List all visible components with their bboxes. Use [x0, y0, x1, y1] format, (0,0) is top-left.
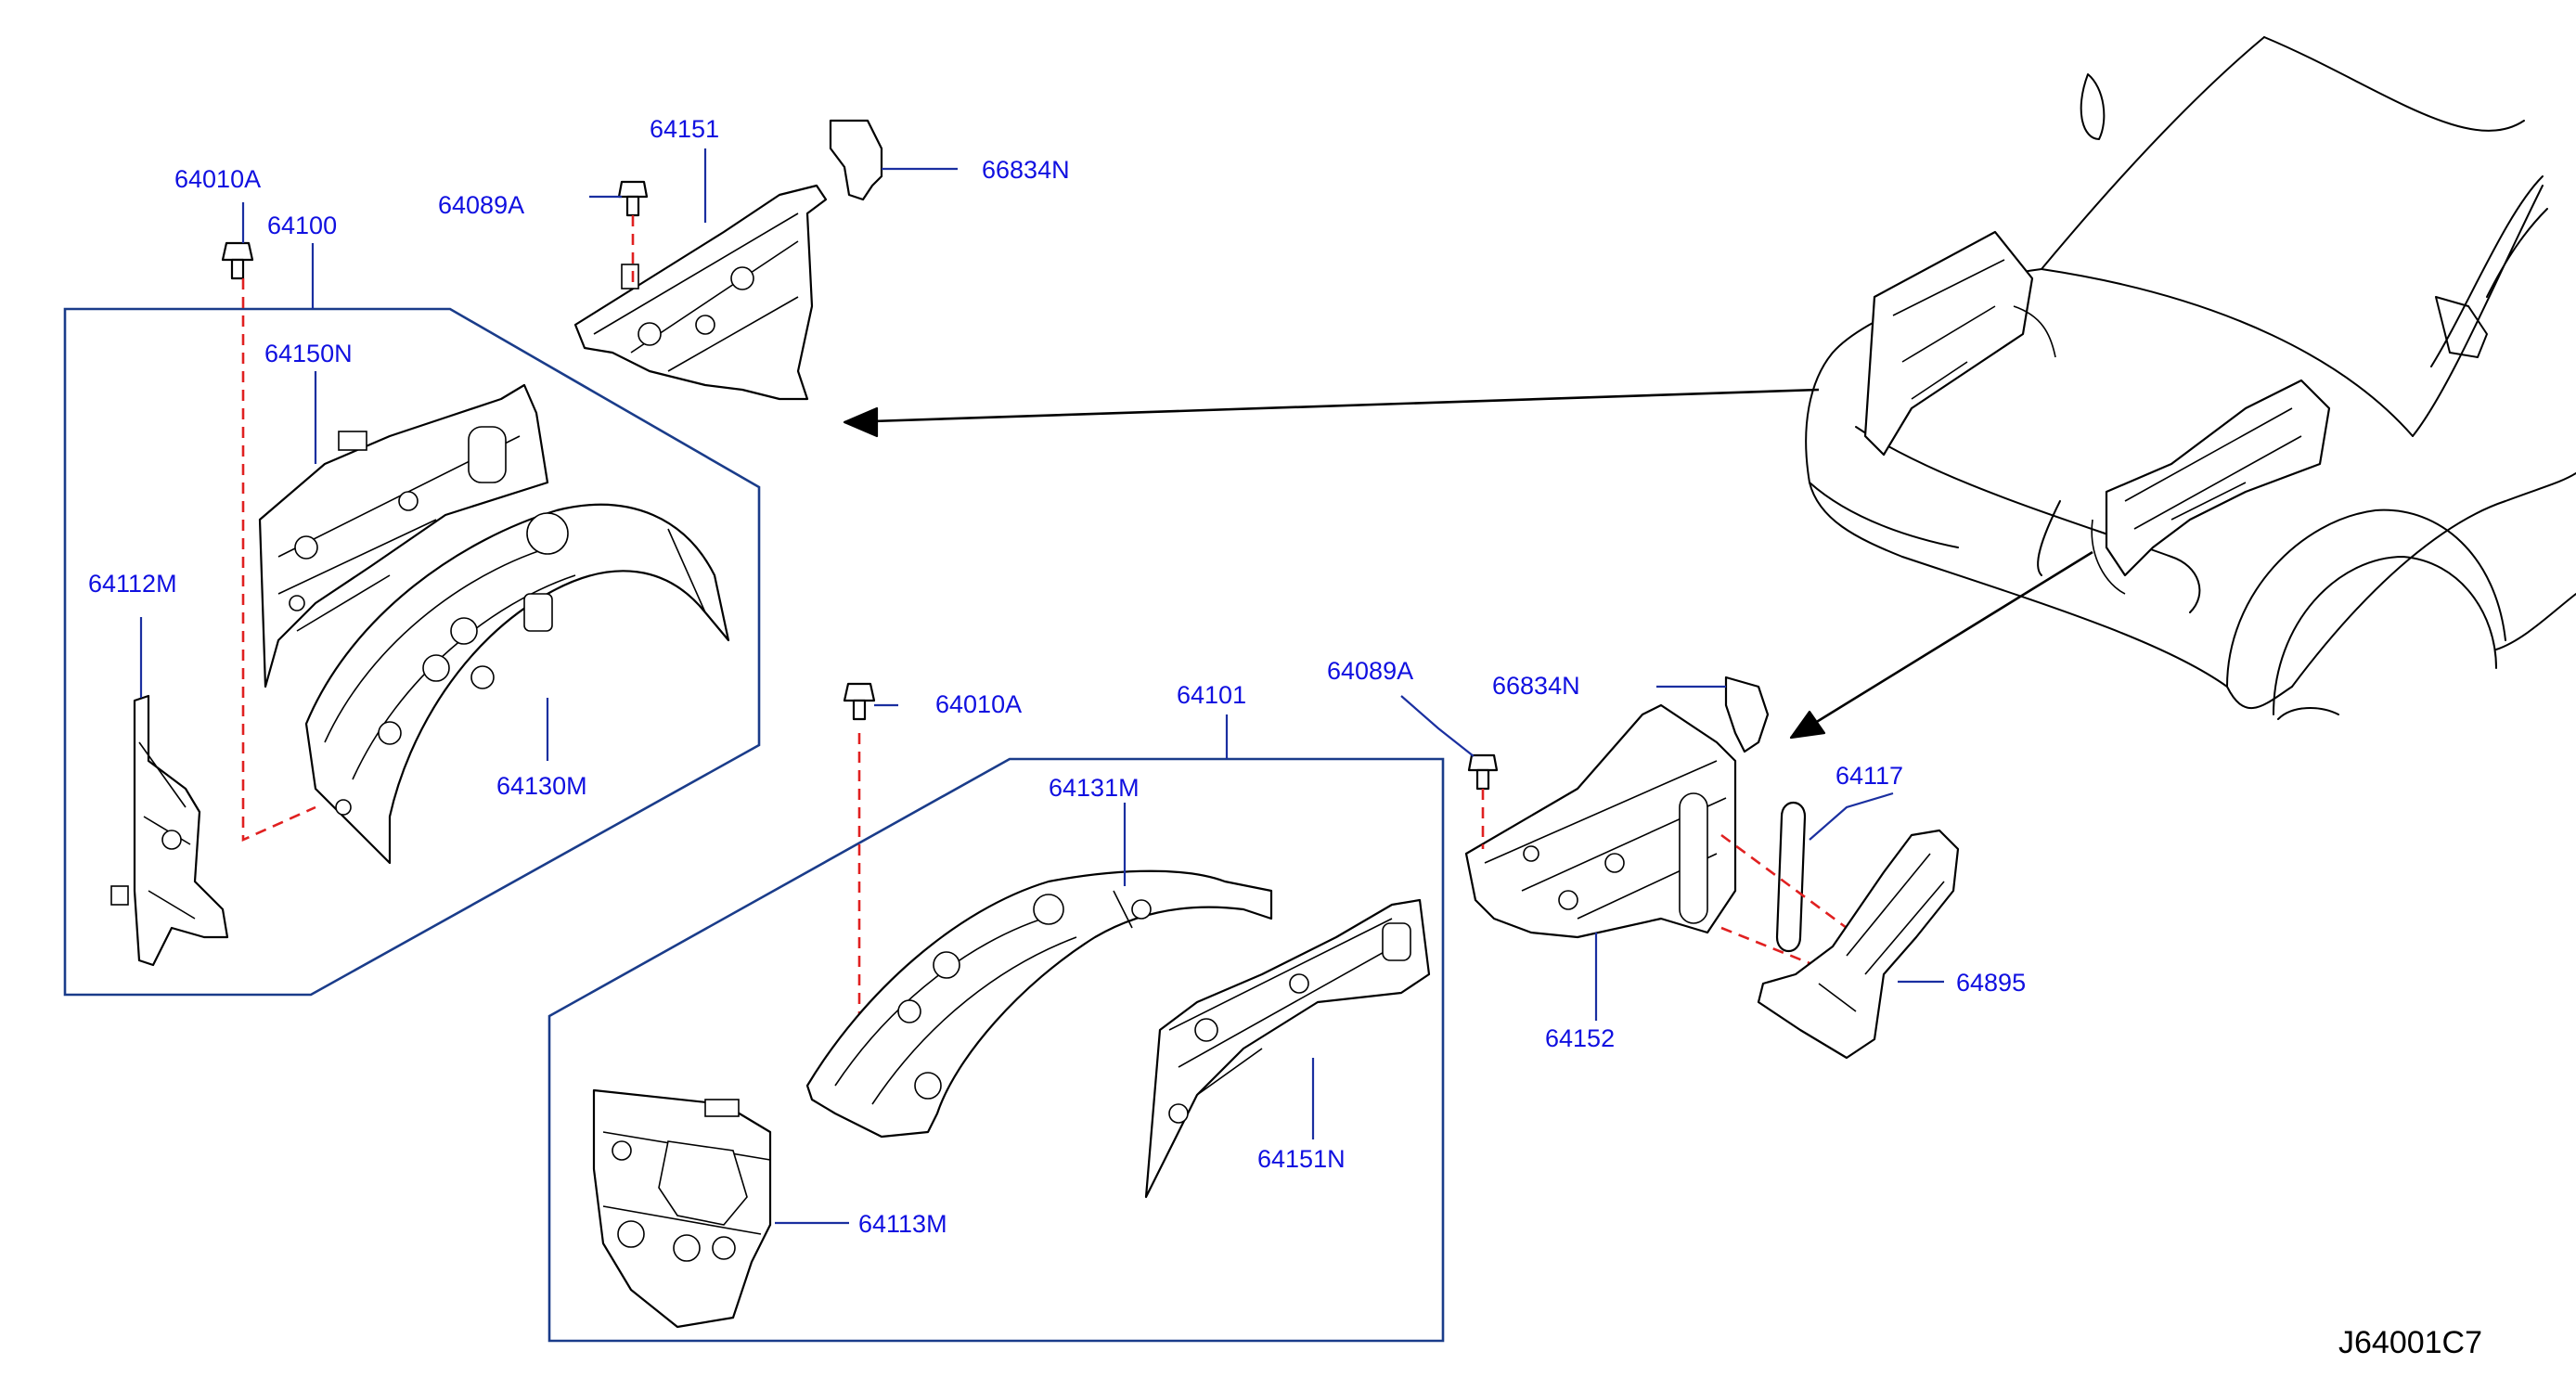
part-64150n	[258, 383, 549, 688]
label-64130m: 64130M	[496, 772, 587, 800]
clip-66834n-right	[1724, 676, 1770, 753]
label-64117: 64117	[1835, 762, 1903, 790]
label-64895: 64895	[1956, 969, 2026, 997]
label-64113m: 64113M	[858, 1210, 947, 1238]
pointer-arrows	[843, 388, 2093, 740]
group-frame-64100	[63, 307, 761, 997]
group-frame-64101	[547, 757, 1445, 1343]
clip-66834n-top	[829, 119, 883, 201]
label-64089a-right: 64089A	[1327, 657, 1413, 685]
label-64112m: 64112M	[88, 570, 177, 598]
label-64089a-top: 64089A	[438, 191, 524, 219]
part-64151n	[1144, 898, 1431, 1199]
diagram-code: J64001C7	[2338, 1325, 2482, 1360]
part-64131m	[805, 869, 1273, 1139]
part-64151	[573, 184, 828, 401]
part-64113m	[592, 1088, 772, 1329]
leader-lines	[139, 148, 1944, 1225]
part-64895	[1757, 829, 1960, 1060]
label-64101: 64101	[1177, 681, 1246, 709]
bolt-64010a-mid	[843, 682, 876, 721]
label-64131m: 64131M	[1049, 774, 1140, 802]
bolt-64089a-top	[617, 180, 649, 217]
label-64010a-top: 64010A	[174, 165, 261, 193]
part-64117	[1775, 802, 1807, 952]
bolt-64089a-right	[1467, 753, 1499, 791]
vehicle-outline	[1805, 36, 2576, 720]
part-64152	[1464, 703, 1737, 939]
label-66834n-right: 66834N	[1492, 672, 1580, 700]
label-64151n: 64151N	[1257, 1145, 1346, 1173]
part-64130m	[304, 503, 730, 865]
bolt-64010a-top	[221, 241, 254, 280]
label-64151: 64151	[650, 115, 719, 143]
label-64010a-mid: 64010A	[935, 690, 1022, 718]
label-64100: 64100	[267, 212, 337, 239]
part-64112m	[110, 694, 229, 967]
label-66834n-top: 66834N	[982, 156, 1070, 184]
label-64150n: 64150N	[264, 340, 353, 367]
label-64152: 64152	[1545, 1024, 1615, 1052]
